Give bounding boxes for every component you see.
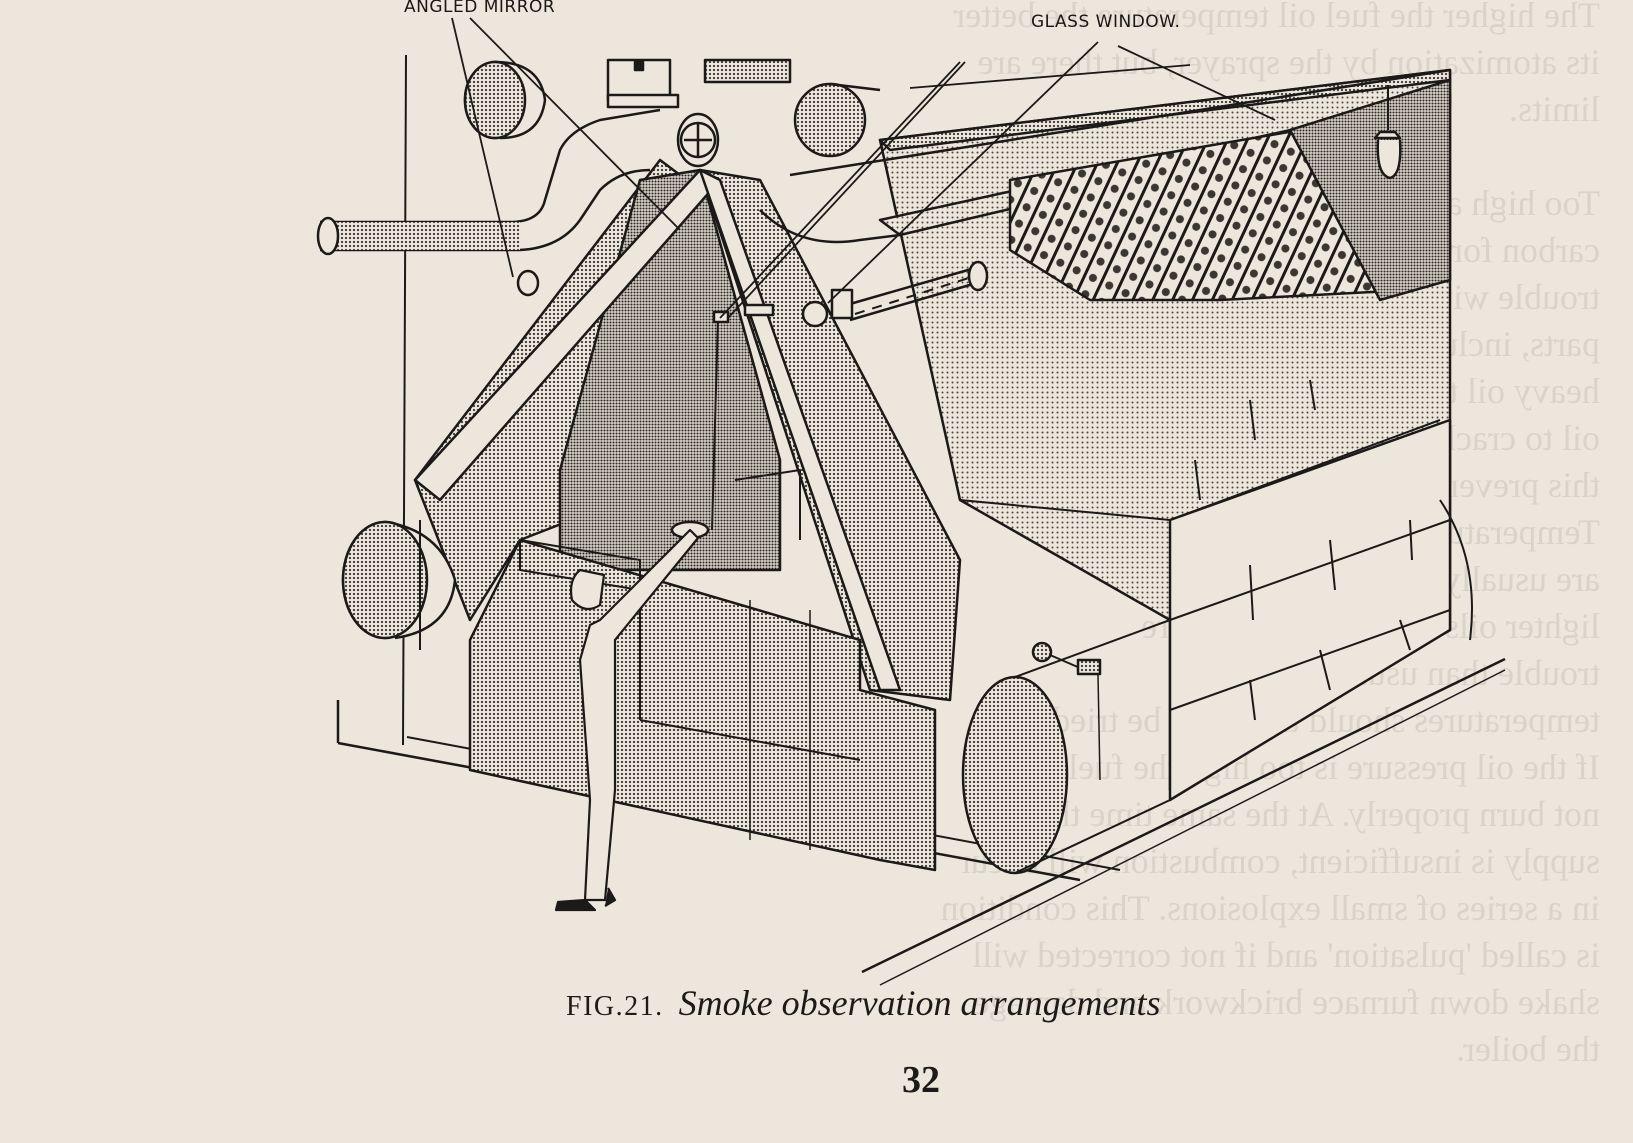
figure-number: FIG.21. — [566, 991, 664, 1022]
label-angled-mirror: ANGLED MIRROR — [404, 0, 556, 17]
figure-caption: FIG.21. Smoke observation arrangements — [566, 982, 1161, 1024]
figure-title: Smoke observation arrangements — [678, 983, 1161, 1023]
operator-figure — [554, 528, 700, 912]
label-glass-window: GLASS WINDOW. — [1031, 12, 1181, 32]
page-number: 32 — [902, 1059, 940, 1101]
